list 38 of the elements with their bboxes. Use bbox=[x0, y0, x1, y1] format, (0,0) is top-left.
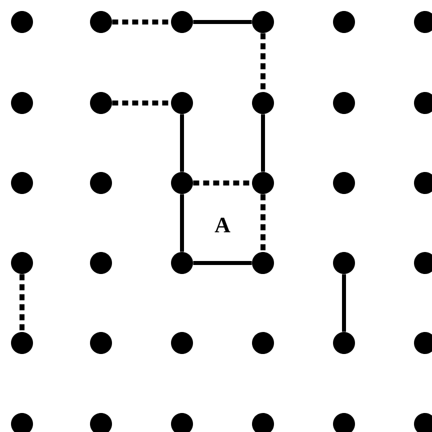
line bbox=[193, 261, 252, 265]
line bbox=[193, 20, 252, 24]
grid-dot bbox=[11, 92, 33, 114]
region-label: A bbox=[214, 218, 230, 232]
grid-dot bbox=[90, 172, 112, 194]
dotted-line bbox=[20, 274, 24, 332]
grid-dot bbox=[252, 11, 274, 33]
grid-dot bbox=[11, 11, 33, 33]
grid-dot bbox=[252, 172, 274, 194]
dotted-line bbox=[260, 33, 266, 92]
grid-dot bbox=[11, 172, 33, 194]
grid-dot bbox=[11, 332, 33, 354]
line bbox=[180, 194, 184, 252]
dotted-line bbox=[112, 20, 171, 24]
grid-dot bbox=[171, 11, 193, 33]
line bbox=[180, 114, 184, 172]
grid-dot bbox=[90, 252, 112, 274]
grid-dot bbox=[11, 252, 33, 274]
line bbox=[342, 274, 346, 332]
grid-dot bbox=[252, 332, 274, 354]
grid-dot bbox=[333, 252, 355, 274]
line bbox=[261, 114, 265, 172]
dotted-line bbox=[112, 100, 171, 106]
grid-dot bbox=[333, 92, 355, 114]
dotted-line bbox=[193, 180, 252, 186]
grid-dot bbox=[171, 92, 193, 114]
dotted-line bbox=[260, 194, 266, 252]
grid-dot bbox=[90, 11, 112, 33]
grid-dot bbox=[333, 332, 355, 354]
grid-dot bbox=[90, 332, 112, 354]
grid-dot bbox=[90, 92, 112, 114]
grid-dot bbox=[333, 11, 355, 33]
grid-dot bbox=[171, 172, 193, 194]
grid-dot bbox=[171, 252, 193, 274]
grid-dot bbox=[171, 332, 193, 354]
grid-dot bbox=[252, 92, 274, 114]
grid-dot bbox=[252, 252, 274, 274]
grid-dot bbox=[333, 172, 355, 194]
